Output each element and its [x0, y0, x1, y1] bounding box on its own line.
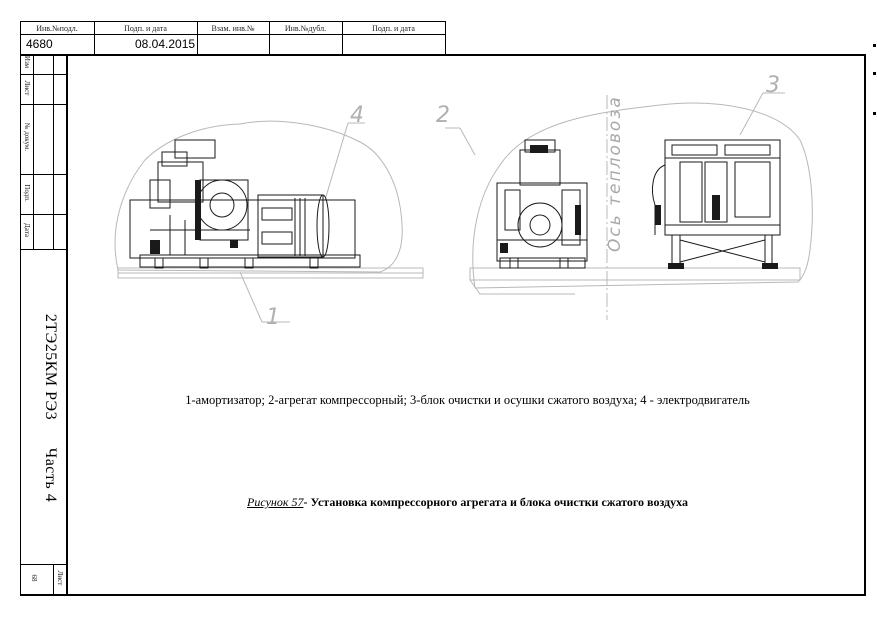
- inv-podl-value: 4680: [26, 37, 53, 51]
- header-inv-dubl: Инв.№дубл.: [284, 24, 327, 33]
- callout-2: 2: [436, 103, 450, 128]
- axis-label: Ось тепловоза: [605, 95, 625, 252]
- figure-caption: Рисунок 57- Установка компрессорного агр…: [70, 495, 865, 510]
- figure-legend: 1-амортизатор; 2-агрегат компрессорный; …: [185, 393, 750, 407]
- header-podp-data-1: Подп. и дата: [124, 24, 167, 33]
- callout-4: 4: [350, 103, 364, 128]
- header-podp-data-2: Подп. и дата: [372, 24, 415, 33]
- podp-data-value: 08.04.2015: [135, 37, 196, 51]
- margin-mark: [873, 44, 876, 47]
- margin-mark: [873, 112, 876, 115]
- figure-number: Рисунок 57: [247, 495, 304, 509]
- callout-3: 3: [766, 73, 780, 98]
- header-inv-podl: Инв.№подл.: [36, 24, 78, 33]
- margin-mark: [873, 72, 876, 75]
- callout-1: 1: [266, 305, 280, 330]
- header-vzam-inv: Взам. инв.№: [211, 24, 255, 33]
- figure-title: - Установка компрессорного агрегата и бл…: [303, 495, 688, 509]
